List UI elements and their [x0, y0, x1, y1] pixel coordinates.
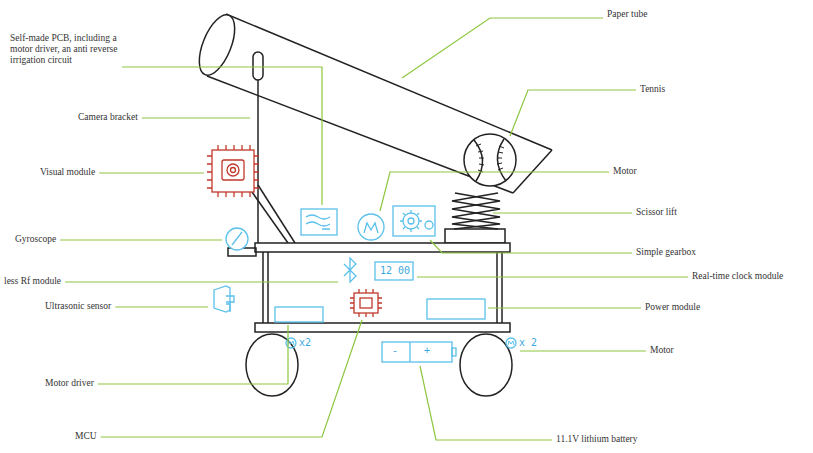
bottom-platform [255, 323, 510, 332]
battery-divider [409, 342, 410, 362]
gear [403, 213, 419, 229]
tube-edge [226, 14, 552, 150]
leg [262, 252, 264, 323]
brace [252, 192, 288, 243]
tube-mouth [192, 10, 242, 80]
callout-label: Real-time clock module [692, 271, 783, 282]
callout-label: Power module [645, 302, 700, 313]
callout-label: Visual module [40, 167, 95, 178]
leader-line [60, 239, 222, 240]
leg [267, 252, 269, 323]
lift-base [445, 229, 505, 243]
gear-small [425, 221, 433, 229]
leg [496, 252, 498, 323]
callout-label: Scissor lift [636, 207, 677, 218]
top-platform [255, 243, 510, 252]
mcu-icon [354, 293, 378, 313]
callout-label: 11.1V lithium battery [556, 434, 638, 445]
scissor-lift [452, 193, 500, 229]
gear-teeth [400, 210, 422, 232]
battery-terminal [452, 348, 456, 356]
tube-edge [207, 76, 513, 193]
icon-text: - [392, 345, 398, 356]
leader-line [402, 18, 603, 78]
tennis-ball [464, 134, 516, 186]
leader-line [99, 172, 204, 173]
callout-label: Gyroscope [15, 234, 56, 245]
camera-lens [227, 164, 239, 176]
pcb-traces [306, 215, 330, 229]
callout-label: Tennis [640, 84, 665, 95]
motor-symbol [364, 223, 378, 233]
leader-line [417, 276, 688, 277]
ball-seam [474, 140, 483, 181]
ultrasonic-mount [226, 296, 234, 312]
gyroscope-icon [226, 228, 248, 250]
callout-label: Camera bracket [78, 112, 138, 123]
callout-label: Ultrasonic sensor [45, 301, 111, 312]
leader-line [380, 172, 609, 211]
wheel-motor-symbol [288, 341, 294, 345]
callout-label: MCU [75, 431, 97, 442]
gearbox-icon [393, 206, 435, 236]
ball-seam [497, 139, 506, 181]
leader-line [430, 240, 632, 253]
icon-text: x 2 [519, 337, 537, 348]
callout-label: Motor driver [45, 378, 94, 389]
callout-label: Self-made PCB, including a motor driver,… [10, 33, 118, 66]
gear-hub [408, 218, 414, 224]
callout-label: Paper tube [607, 9, 647, 20]
chip-pins [207, 145, 259, 197]
wheel [246, 334, 298, 396]
callout-label: Simple gearbox [636, 247, 696, 258]
camera-lens-inner [231, 168, 236, 173]
callout-label: Motor [650, 345, 674, 356]
leader-line [122, 67, 322, 205]
ball-stitches [476, 144, 504, 172]
pcb-icon [301, 209, 337, 235]
visual-module-icon [212, 150, 254, 192]
callout-label: Motor [613, 166, 637, 177]
leader-line [101, 320, 362, 437]
mcu-core [360, 298, 372, 308]
leader-line [142, 117, 250, 118]
rtc-icon [375, 262, 413, 280]
bluetooth-icon [344, 258, 356, 282]
camera-pole-top [253, 52, 263, 80]
leader-line [98, 325, 288, 384]
leader-line [510, 90, 636, 136]
leader-line [520, 350, 646, 351]
icon-text: 12 00 [380, 265, 410, 276]
gyroscope-needle [232, 232, 242, 245]
icon-text: + [424, 345, 430, 356]
chip-pins [350, 289, 382, 317]
motor-icon [358, 214, 384, 240]
callout-label: less Rf module [4, 276, 61, 287]
ultrasonic-sensor-icon [214, 286, 230, 312]
scissor-lift [452, 193, 500, 229]
leader-line [65, 281, 338, 282]
motor-driver-icon [275, 307, 323, 322]
wheel [460, 334, 512, 396]
wheel-motor-symbol [508, 341, 514, 345]
leader-line [493, 212, 632, 213]
leader-line [420, 366, 552, 440]
leg [501, 252, 503, 323]
leader-line [488, 307, 641, 308]
brace [258, 185, 295, 243]
battery-icon [382, 342, 452, 362]
leader-line [115, 306, 208, 307]
camera-body [222, 160, 244, 180]
icon-text: x2 [299, 337, 311, 348]
wheel-motor-icon [506, 338, 516, 348]
power-module-icon [427, 299, 485, 319]
